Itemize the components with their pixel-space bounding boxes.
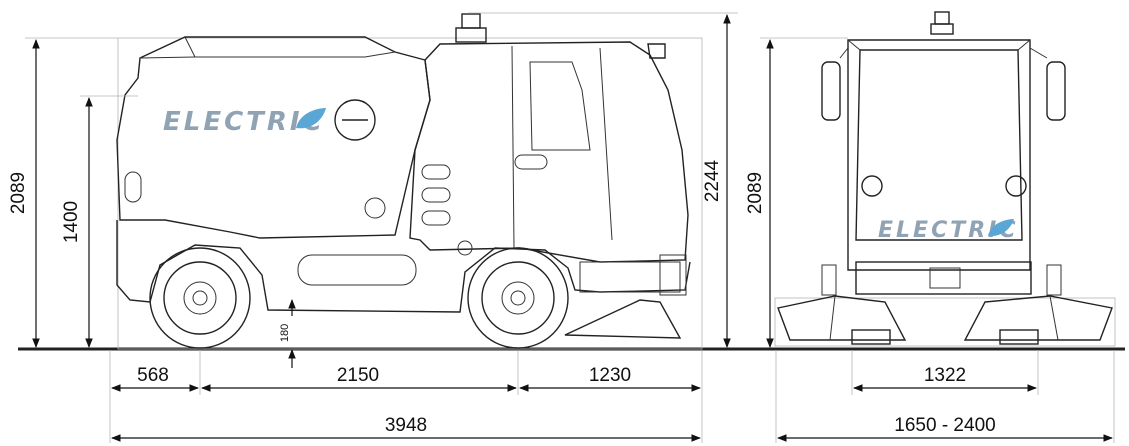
label-track-width: 1322 xyxy=(924,365,966,386)
label-brush-width: 1650 - 2400 xyxy=(894,415,995,436)
label-rear-overhang: 1230 xyxy=(589,365,631,386)
front-electric-badge: ELECTRIC xyxy=(878,218,1016,243)
side-view-sweeper: ELECTRIC xyxy=(116,13,703,350)
label-height-total-front: 2089 xyxy=(745,172,766,214)
dimension-rear-overhang: 1230 xyxy=(519,365,701,392)
leaf-icon xyxy=(988,219,1014,237)
label-height-body: 1400 xyxy=(61,201,82,243)
side-electric-badge: ELECTRIC xyxy=(163,107,326,137)
label-wheelbase: 2150 xyxy=(337,365,379,386)
front-view-sweeper: ELECTRIC xyxy=(774,11,1116,347)
dimension-height-beacon: 2244 xyxy=(468,12,738,348)
label-height-beacon: 2244 xyxy=(702,159,723,202)
dimension-height-total-side: 2089 xyxy=(8,37,118,348)
label-overall-length: 3948 xyxy=(385,415,427,436)
label-height-total-side: 2089 xyxy=(8,172,29,214)
side-wheel-front xyxy=(149,247,251,349)
dimension-track-width: 1322 xyxy=(853,365,1037,392)
label-ground-clearance: 180 xyxy=(279,324,291,342)
label-front-overhang: 568 xyxy=(137,365,169,386)
dimension-height-body: 1400 xyxy=(61,95,138,348)
dimension-overall-length: 3948 xyxy=(111,415,701,442)
side-wheel-rear xyxy=(467,247,569,349)
dimension-wheelbase: 2150 xyxy=(201,365,517,392)
svg-text:ELECTRIC: ELECTRIC xyxy=(163,107,325,137)
dimension-ground-clearance: 180 xyxy=(279,299,296,368)
leaf-icon xyxy=(296,108,326,129)
dimension-front-overhang: 568 xyxy=(111,365,199,392)
dimension-brush-width: 1650 - 2400 xyxy=(777,415,1113,442)
dimension-height-total-front: 2089 xyxy=(745,37,848,348)
